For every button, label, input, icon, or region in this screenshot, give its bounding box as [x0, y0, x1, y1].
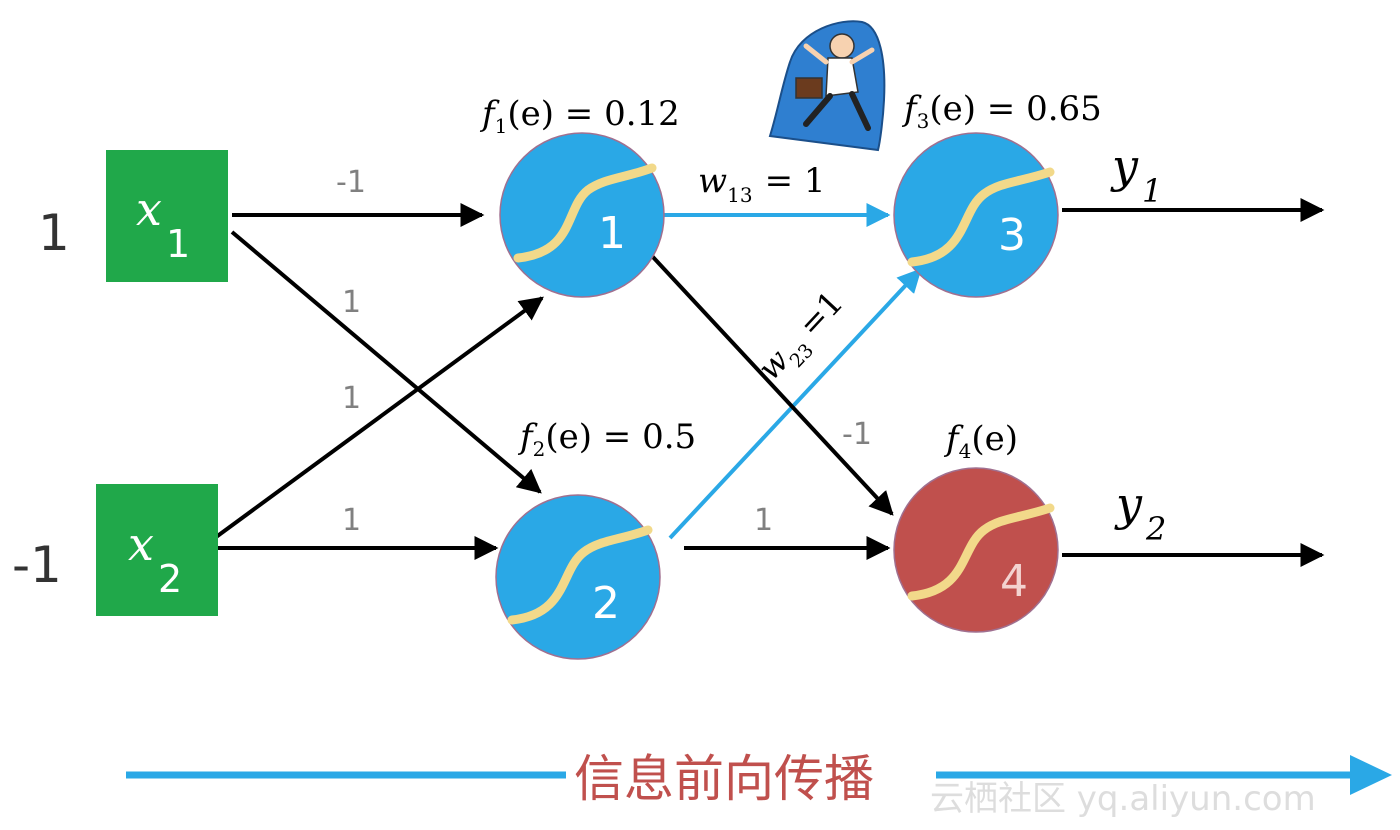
neuron-number-3: 3	[998, 210, 1026, 261]
neuron-2: 2 f2(e) = 0.5	[495, 417, 696, 660]
weight-w13: w13= 1	[698, 161, 826, 207]
neuron-number-2: 2	[592, 578, 620, 629]
sigmoid-icon	[507, 525, 653, 625]
weight-n1-n4: -1	[842, 417, 872, 452]
weight-n2-n4: 1	[754, 503, 773, 538]
sigmoid-icon	[907, 167, 1055, 267]
weight-x2-n1: 1	[342, 381, 361, 416]
neuron-3: 3 f3(e) = 0.65	[893, 89, 1102, 298]
neuron-4: 4 f4(e)	[893, 419, 1059, 633]
input-value-2: -1	[12, 536, 62, 594]
edge-x1-n2	[230, 230, 542, 494]
weight-labels: -1 1 1 1 -1 1	[336, 165, 872, 538]
weight-x2-n2: 1	[342, 503, 361, 538]
neuron-activation-1: f1(e) = 0.12	[479, 94, 680, 138]
caption-text: 信息前向传播	[574, 750, 874, 808]
edges	[210, 198, 1325, 567]
input-label-x1: x1	[136, 182, 190, 266]
neuron-activation-3: f3(e) = 0.65	[901, 89, 1102, 133]
sigmoid-icon	[907, 503, 1055, 601]
input-label-x2: x2	[128, 517, 182, 601]
input-box-x2	[96, 484, 218, 616]
neuron-activation-4: f4(e)	[943, 419, 1018, 463]
weight-w23: w23=1	[750, 283, 856, 392]
edge-n1-n4	[650, 254, 894, 516]
input-x1: 1 x1	[38, 150, 228, 282]
neuron-1: 1 f1(e) = 0.12	[479, 94, 680, 298]
sigmoid-icon	[513, 163, 657, 263]
input-value-1: 1	[38, 204, 70, 262]
edge-x2-n1	[210, 296, 544, 542]
running-messenger-icon	[768, 20, 886, 152]
neuron-activation-2: f2(e) = 0.5	[517, 417, 696, 461]
weight-x1-n2: 1	[342, 285, 361, 320]
weight-x1-n1: -1	[336, 165, 366, 200]
input-x2: -1 x2	[12, 484, 218, 616]
neuron-number-1: 1	[598, 208, 626, 259]
edge-n2-n3	[668, 268, 922, 540]
forward-propagation-arrow: 信息前向传播	[126, 742, 1392, 808]
watermark: 云栖社区 yq.aliyun.com	[930, 779, 1316, 819]
input-box-x1	[106, 150, 228, 282]
neuron-number-4: 4	[1000, 556, 1028, 607]
